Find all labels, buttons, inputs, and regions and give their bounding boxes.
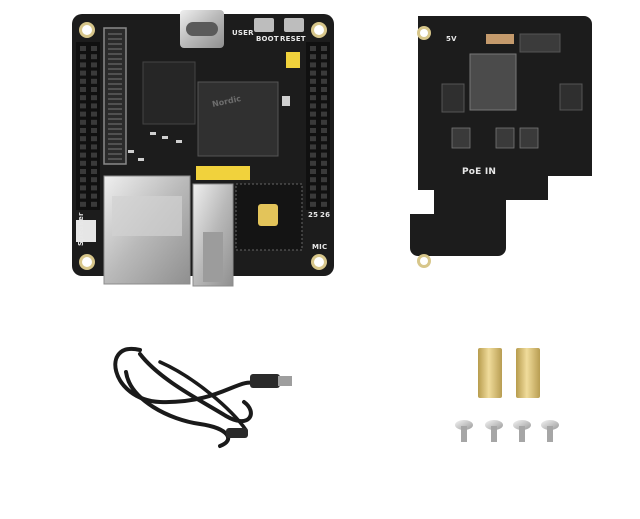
- poe-resistor: [486, 34, 514, 44]
- poe-module: [410, 16, 592, 268]
- usb-a-plug: [250, 374, 280, 388]
- standoff-1: [478, 348, 502, 398]
- poe-capacitor: [559, 83, 583, 111]
- silk-pin-25: 25: [308, 211, 319, 219]
- silk-user: USER: [232, 29, 254, 37]
- right-pin-header: [306, 42, 330, 210]
- smd-components: [128, 96, 290, 161]
- silk-pin-26: 26: [320, 211, 331, 219]
- standoff-2: [516, 348, 540, 398]
- reset-button: [284, 18, 304, 32]
- usb-cable: [113, 346, 292, 448]
- screw-1: [455, 420, 473, 442]
- poe-inductor: [441, 83, 465, 113]
- brass-standoffs: [478, 348, 540, 398]
- silk-mic: MIC: [312, 243, 328, 251]
- main-soc-chip: [197, 81, 279, 157]
- silk-poe-in: PoE IN: [462, 167, 497, 177]
- poe-pin-pads: [451, 127, 539, 149]
- poe-transformer: [469, 53, 517, 111]
- boot-button: [254, 18, 274, 32]
- yellow-jumper: [286, 52, 300, 68]
- antenna-pad: [258, 204, 278, 226]
- memory-chip: [142, 61, 196, 125]
- silk-reset: RESET: [280, 35, 306, 43]
- yellow-header: [196, 166, 250, 180]
- silk-speaker: Speaker: [77, 212, 85, 246]
- ribbon-connector: [103, 27, 127, 165]
- mounting-holes: [79, 22, 327, 270]
- left-pin-header: [76, 42, 100, 210]
- screw-2: [485, 420, 503, 442]
- screw-3: [513, 420, 531, 442]
- usb-c-plug: [226, 428, 248, 438]
- silk-5v: 5V: [446, 35, 457, 43]
- screws: [455, 420, 559, 442]
- screw-4: [541, 420, 559, 442]
- silk-boot: BOOT: [256, 35, 279, 43]
- main-board: [72, 10, 334, 287]
- speaker-connector: [76, 220, 96, 242]
